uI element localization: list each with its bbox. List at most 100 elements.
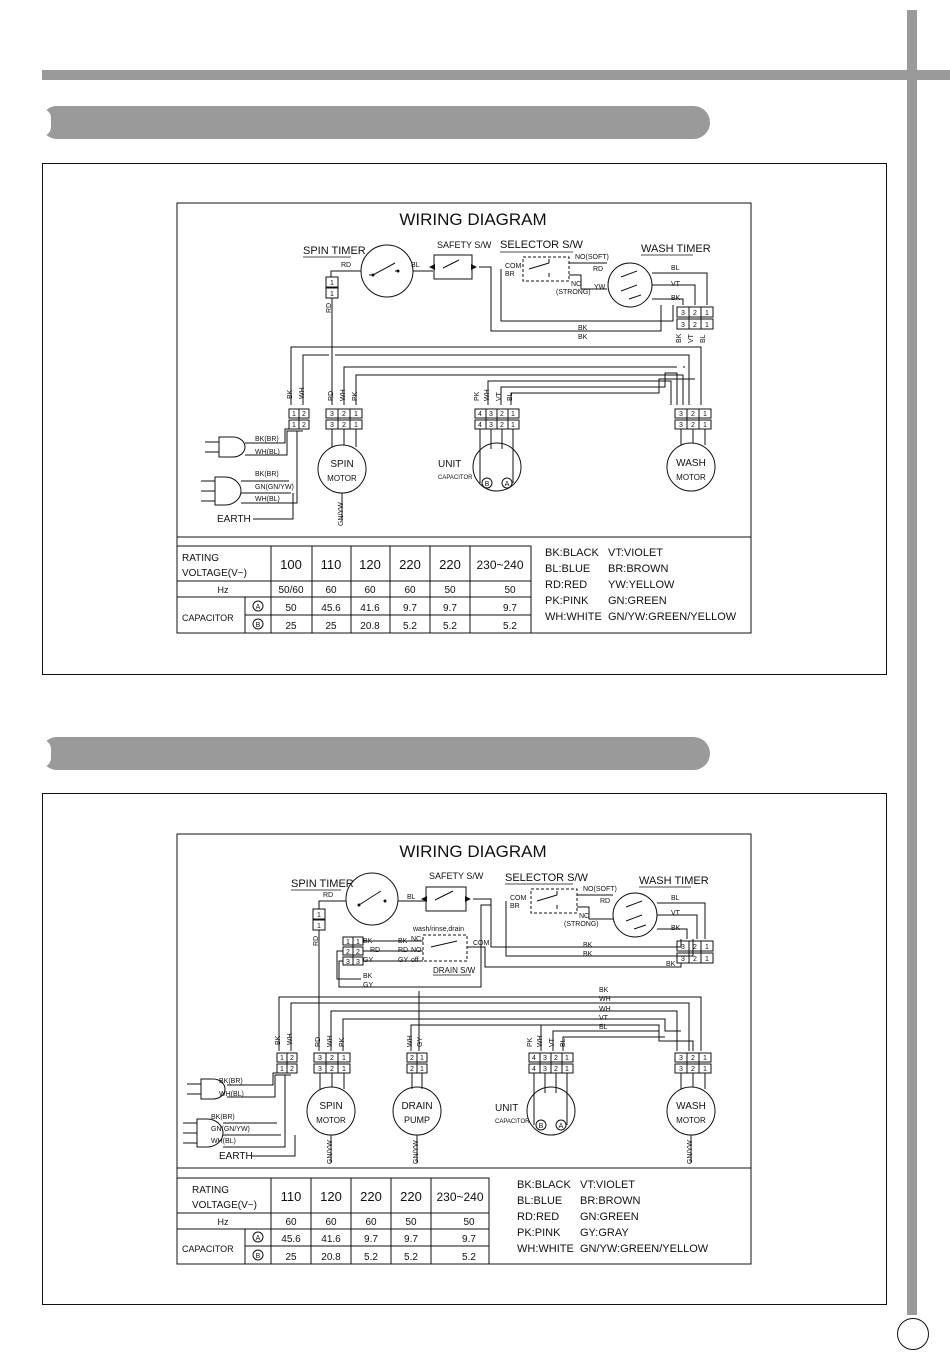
wash-motor-symbol xyxy=(666,442,716,492)
cap-a-cell: 41.6 xyxy=(360,603,380,614)
cap-a-cell: 9.7 xyxy=(403,603,417,614)
voltage-cell: 110 xyxy=(321,557,342,572)
wire-label: PK xyxy=(339,1037,346,1047)
svg-text:2: 2 xyxy=(554,1066,558,1073)
svg-text:1: 1 xyxy=(703,422,707,429)
wire-label: RD xyxy=(323,892,333,899)
wire-label: BK xyxy=(599,987,609,994)
svg-text:1: 1 xyxy=(705,322,709,329)
legend-item: GN/YW:GREEN/YELLOW xyxy=(608,611,737,623)
drain-modes-label: wash/rinse,drain xyxy=(412,926,464,933)
svg-text:3: 3 xyxy=(681,310,685,317)
spin-motor-label: SPIN xyxy=(319,1101,342,1112)
wire-label: PK xyxy=(527,1037,534,1047)
wire-label: WH(BL) xyxy=(211,1138,236,1145)
wire-label: PK xyxy=(474,391,481,401)
legend-item: PK:PINK xyxy=(545,595,589,607)
svg-text:3: 3 xyxy=(330,411,334,418)
wash-timer-label: WASH TIMER xyxy=(639,875,709,887)
capacitor-label: CAPACITOR xyxy=(182,613,234,623)
wash-motor-label: MOTOR xyxy=(676,473,706,482)
svg-text:1: 1 xyxy=(292,411,296,418)
svg-text:2: 2 xyxy=(302,422,306,429)
cap-b-cell: 5.2 xyxy=(403,621,417,632)
wire-label: RD xyxy=(328,391,335,401)
cap-b-cell: 20.8 xyxy=(360,621,380,632)
svg-text:1: 1 xyxy=(330,280,334,287)
cap-a-cell: 9.7 xyxy=(364,1234,378,1245)
cap-a-cell: 50 xyxy=(285,603,297,614)
wire-label: VT xyxy=(599,1015,609,1022)
svg-text:3: 3 xyxy=(679,422,683,429)
section-header-2 xyxy=(42,737,710,770)
svg-text:1: 1 xyxy=(565,1055,569,1062)
svg-text:3: 3 xyxy=(543,1066,547,1073)
cap-b-cell: 25 xyxy=(325,621,337,632)
capacitor-a-marker xyxy=(555,1119,567,1131)
earth-label: EARTH xyxy=(217,514,251,525)
wire-label: RD xyxy=(313,936,320,946)
wire-label: PK xyxy=(352,391,359,401)
svg-text:1: 1 xyxy=(317,912,321,919)
wire-label: BK xyxy=(671,925,681,932)
rating-table: RATING VOLTAGE(V~) Hz CAPACITOR A B 100 … xyxy=(176,545,532,634)
cap-a-cell: 9.7 xyxy=(503,603,517,614)
legend-item: BK:BLACK xyxy=(545,547,599,559)
wiring-diagram-2: WIRING DIAGRAM SPIN TIMER RD BL 11 RD SA… xyxy=(176,833,752,1265)
wire-label: GN/YW xyxy=(413,1140,420,1164)
svg-text:1: 1 xyxy=(565,1066,569,1073)
svg-text:2: 2 xyxy=(290,1055,294,1062)
wire-label: BK xyxy=(578,325,588,332)
selector-switch-symbol xyxy=(522,256,570,282)
cap-a-cell: 9.7 xyxy=(404,1234,418,1245)
wire-label: VT xyxy=(496,391,503,401)
wire-label: WH xyxy=(407,1035,414,1047)
wire-label: WH xyxy=(484,389,491,401)
svg-text:2: 2 xyxy=(342,422,346,429)
wire-label: BK(BR) xyxy=(219,1078,243,1085)
voltage-cell: 100 xyxy=(280,557,302,572)
color-legend: BK:BLACK VT:VIOLET BL:BLUE BR:BROWN RD:R… xyxy=(545,547,737,623)
hz-cell: 50/60 xyxy=(278,585,303,596)
wire-label: BL xyxy=(411,262,420,269)
svg-text:1: 1 xyxy=(280,1055,284,1062)
svg-text:2: 2 xyxy=(691,1055,695,1062)
svg-text:4: 4 xyxy=(532,1055,536,1062)
svg-text:1: 1 xyxy=(420,1066,424,1073)
svg-text:1: 1 xyxy=(703,411,707,418)
svg-text:2: 2 xyxy=(693,956,697,963)
safety-switch-label: SAFETY S/W xyxy=(437,240,492,250)
wire-label: BL xyxy=(599,1024,608,1031)
hz-label: Hz xyxy=(218,585,229,595)
wire-label: BK xyxy=(578,334,588,341)
wire-label: GN/YW xyxy=(687,1140,694,1164)
color-legend: BK:BLACK VT:VIOLET BL:BLUE BR:BROWN RD:R… xyxy=(517,1179,709,1255)
legend-item: WH:WHITE xyxy=(517,1243,574,1255)
wash-motor-label: MOTOR xyxy=(676,1116,706,1125)
svg-text:1: 1 xyxy=(705,944,709,951)
page-number-marker xyxy=(897,1318,929,1350)
capacitor-a-label: A xyxy=(505,481,510,488)
wire-label: WH xyxy=(599,996,611,1003)
svg-text:3: 3 xyxy=(346,959,350,966)
svg-text:2: 2 xyxy=(330,1066,334,1073)
spin-motor-label: MOTOR xyxy=(327,474,357,483)
legend-item: BR:BROWN xyxy=(580,1195,641,1207)
wire-label: YW xyxy=(594,284,606,291)
svg-text:2: 2 xyxy=(691,411,695,418)
svg-text:2: 2 xyxy=(691,422,695,429)
wire-label: GN/YW xyxy=(327,1140,334,1164)
wire-label: BK xyxy=(583,942,593,949)
side-rule xyxy=(907,10,917,1315)
svg-text:1: 1 xyxy=(330,291,334,298)
drain-switch-label: DRAIN S/W xyxy=(433,966,476,975)
cap-a-cell: 9.7 xyxy=(443,603,457,614)
svg-text:1: 1 xyxy=(317,923,321,930)
svg-text:1: 1 xyxy=(705,310,709,317)
hz-cell: 60 xyxy=(285,1217,297,1228)
voltage-cell: 120 xyxy=(320,1189,342,1204)
